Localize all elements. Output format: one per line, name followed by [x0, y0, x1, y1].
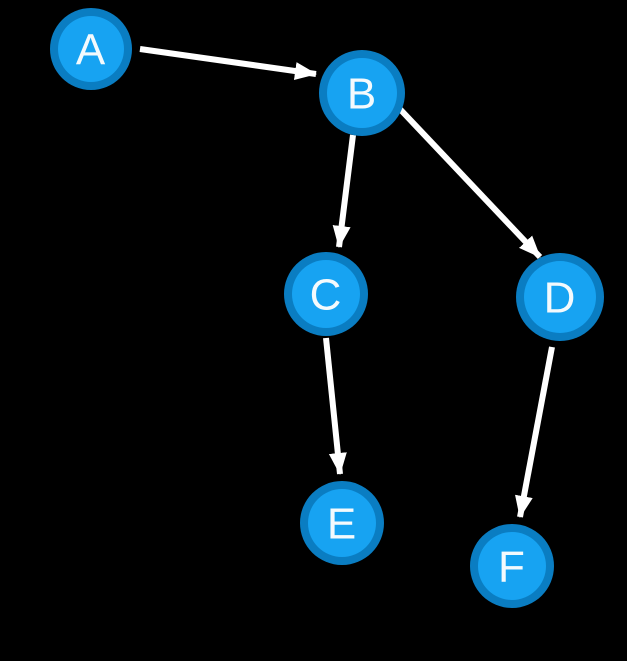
node-fill: [58, 16, 124, 82]
node-label: E: [327, 500, 357, 549]
edges-layer: [139, 46, 555, 518]
edge-arrow-d-f: [515, 346, 555, 518]
graph-node-c[interactable]: C: [284, 252, 368, 336]
edge-arrow-b-c: [332, 134, 356, 248]
graph-node-a[interactable]: A: [50, 8, 132, 90]
nodes-layer: A B C D E F: [50, 8, 604, 608]
node-fill: [524, 261, 596, 333]
edge-arrow-a-b: [139, 46, 317, 80]
graph-node-e[interactable]: E: [300, 481, 384, 565]
graph-node-d[interactable]: D: [516, 253, 604, 341]
node-fill: [478, 532, 546, 600]
edge-arrow-c-e: [323, 337, 347, 475]
node-label: D: [544, 274, 577, 323]
node-fill: [327, 58, 397, 128]
graph-node-b[interactable]: B: [319, 50, 405, 136]
node-fill: [308, 489, 376, 557]
node-fill: [292, 260, 360, 328]
node-label: A: [76, 26, 106, 75]
node-label: C: [310, 271, 343, 320]
graph-node-f[interactable]: F: [470, 524, 554, 608]
node-label: F: [498, 543, 526, 592]
node-label: B: [347, 70, 377, 119]
edge-arrow-b-d: [395, 104, 543, 260]
